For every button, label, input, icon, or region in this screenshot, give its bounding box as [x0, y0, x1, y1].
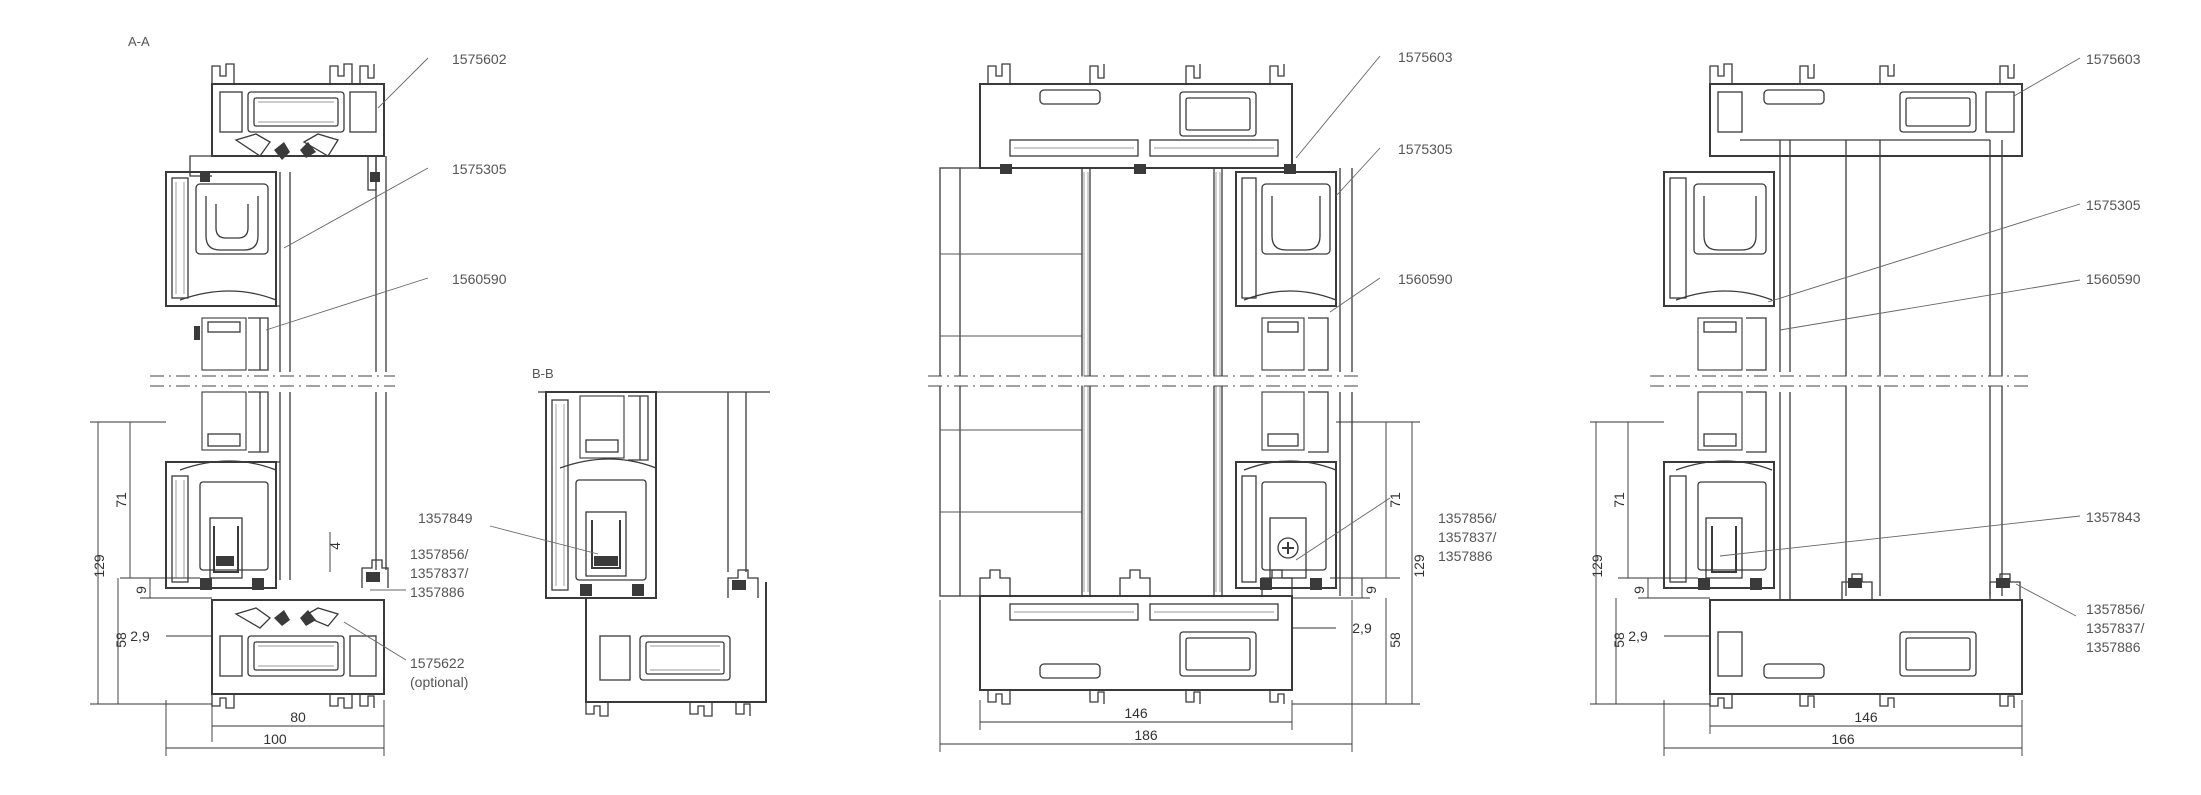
view3-dimensions: 129 71 9 58 2,9 146 186	[939, 421, 1427, 752]
aa-sash-upper	[165, 171, 291, 372]
label-1560590: 1560590	[2086, 271, 2141, 287]
dim-2-9: 2,9	[1352, 620, 1372, 636]
view-166: 1575603 1575305 1560590 1357843 1357856/…	[1589, 51, 2145, 756]
dim-129: 129	[1411, 554, 1427, 578]
label-1575305: 1575305	[1398, 141, 1453, 157]
dim-129: 129	[1589, 554, 1605, 578]
label-1357843: 1357843	[2086, 509, 2141, 525]
label-1575603: 1575603	[1398, 49, 1453, 65]
dim-71: 71	[113, 492, 129, 508]
label-1357837: 1357837/	[1438, 529, 1497, 545]
label-optional: (optional)	[410, 674, 468, 690]
dim-2-9: 2,9	[130, 628, 150, 644]
dim-146: 146	[1124, 705, 1148, 721]
label-1575305: 1575305	[2086, 197, 2141, 213]
dim-129: 129	[91, 554, 107, 578]
label-1357856: 1357856/	[2086, 601, 2145, 617]
dim-80: 80	[290, 709, 306, 725]
dim-166: 166	[1831, 731, 1855, 747]
dim-9: 9	[1631, 586, 1647, 594]
aa-top-frame-profile	[189, 63, 387, 372]
dim-9: 9	[133, 586, 149, 594]
dim-2-9: 2,9	[1628, 628, 1648, 644]
aa-bottom-frame-profile	[211, 559, 389, 709]
view-186: 1575603 1575305 1560590 1357856/ 1357837…	[928, 49, 1497, 752]
label-1357856: 1357856/	[1438, 510, 1497, 526]
dim-146: 146	[1854, 709, 1878, 725]
view4-dimensions: 129 71 9 58 2,9 146 166	[1589, 421, 2023, 756]
dim-9: 9	[1363, 586, 1379, 594]
dim-58: 58	[113, 632, 129, 648]
label-1357837: 1357837/	[2086, 620, 2145, 636]
dim-186: 186	[1134, 727, 1158, 743]
section-bb-view: B-B 1357849	[418, 366, 770, 717]
label-1575305: 1575305	[452, 161, 507, 177]
label-1357849: 1357849	[418, 510, 473, 526]
dim-71: 71	[1611, 492, 1627, 508]
dim-58: 58	[1387, 632, 1403, 648]
label-1357837: 1357837/	[410, 565, 469, 581]
label-1560590: 1560590	[452, 271, 507, 287]
label-1357886: 1357886	[2086, 639, 2141, 655]
dim-4: 4	[327, 542, 343, 550]
section-aa-view: A-A	[90, 34, 507, 756]
section-aa-title: A-A	[128, 34, 150, 49]
label-1357886: 1357886	[1438, 548, 1493, 564]
label-1357856: 1357856/	[410, 546, 469, 562]
dim-58: 58	[1611, 632, 1627, 648]
label-1357886: 1357886	[410, 584, 465, 600]
aa-sash-lower	[165, 391, 387, 590]
aa-dimensions: 129 71 58 9 4 2,9 80 100	[90, 421, 385, 756]
label-1575622: 1575622	[410, 655, 465, 671]
label-1560590: 1560590	[1398, 271, 1453, 287]
label-1575603: 1575603	[2086, 51, 2141, 67]
dim-71: 71	[1387, 492, 1403, 508]
section-bb-title: B-B	[532, 366, 554, 381]
label-1575602: 1575602	[452, 51, 507, 67]
dim-100: 100	[263, 731, 287, 747]
